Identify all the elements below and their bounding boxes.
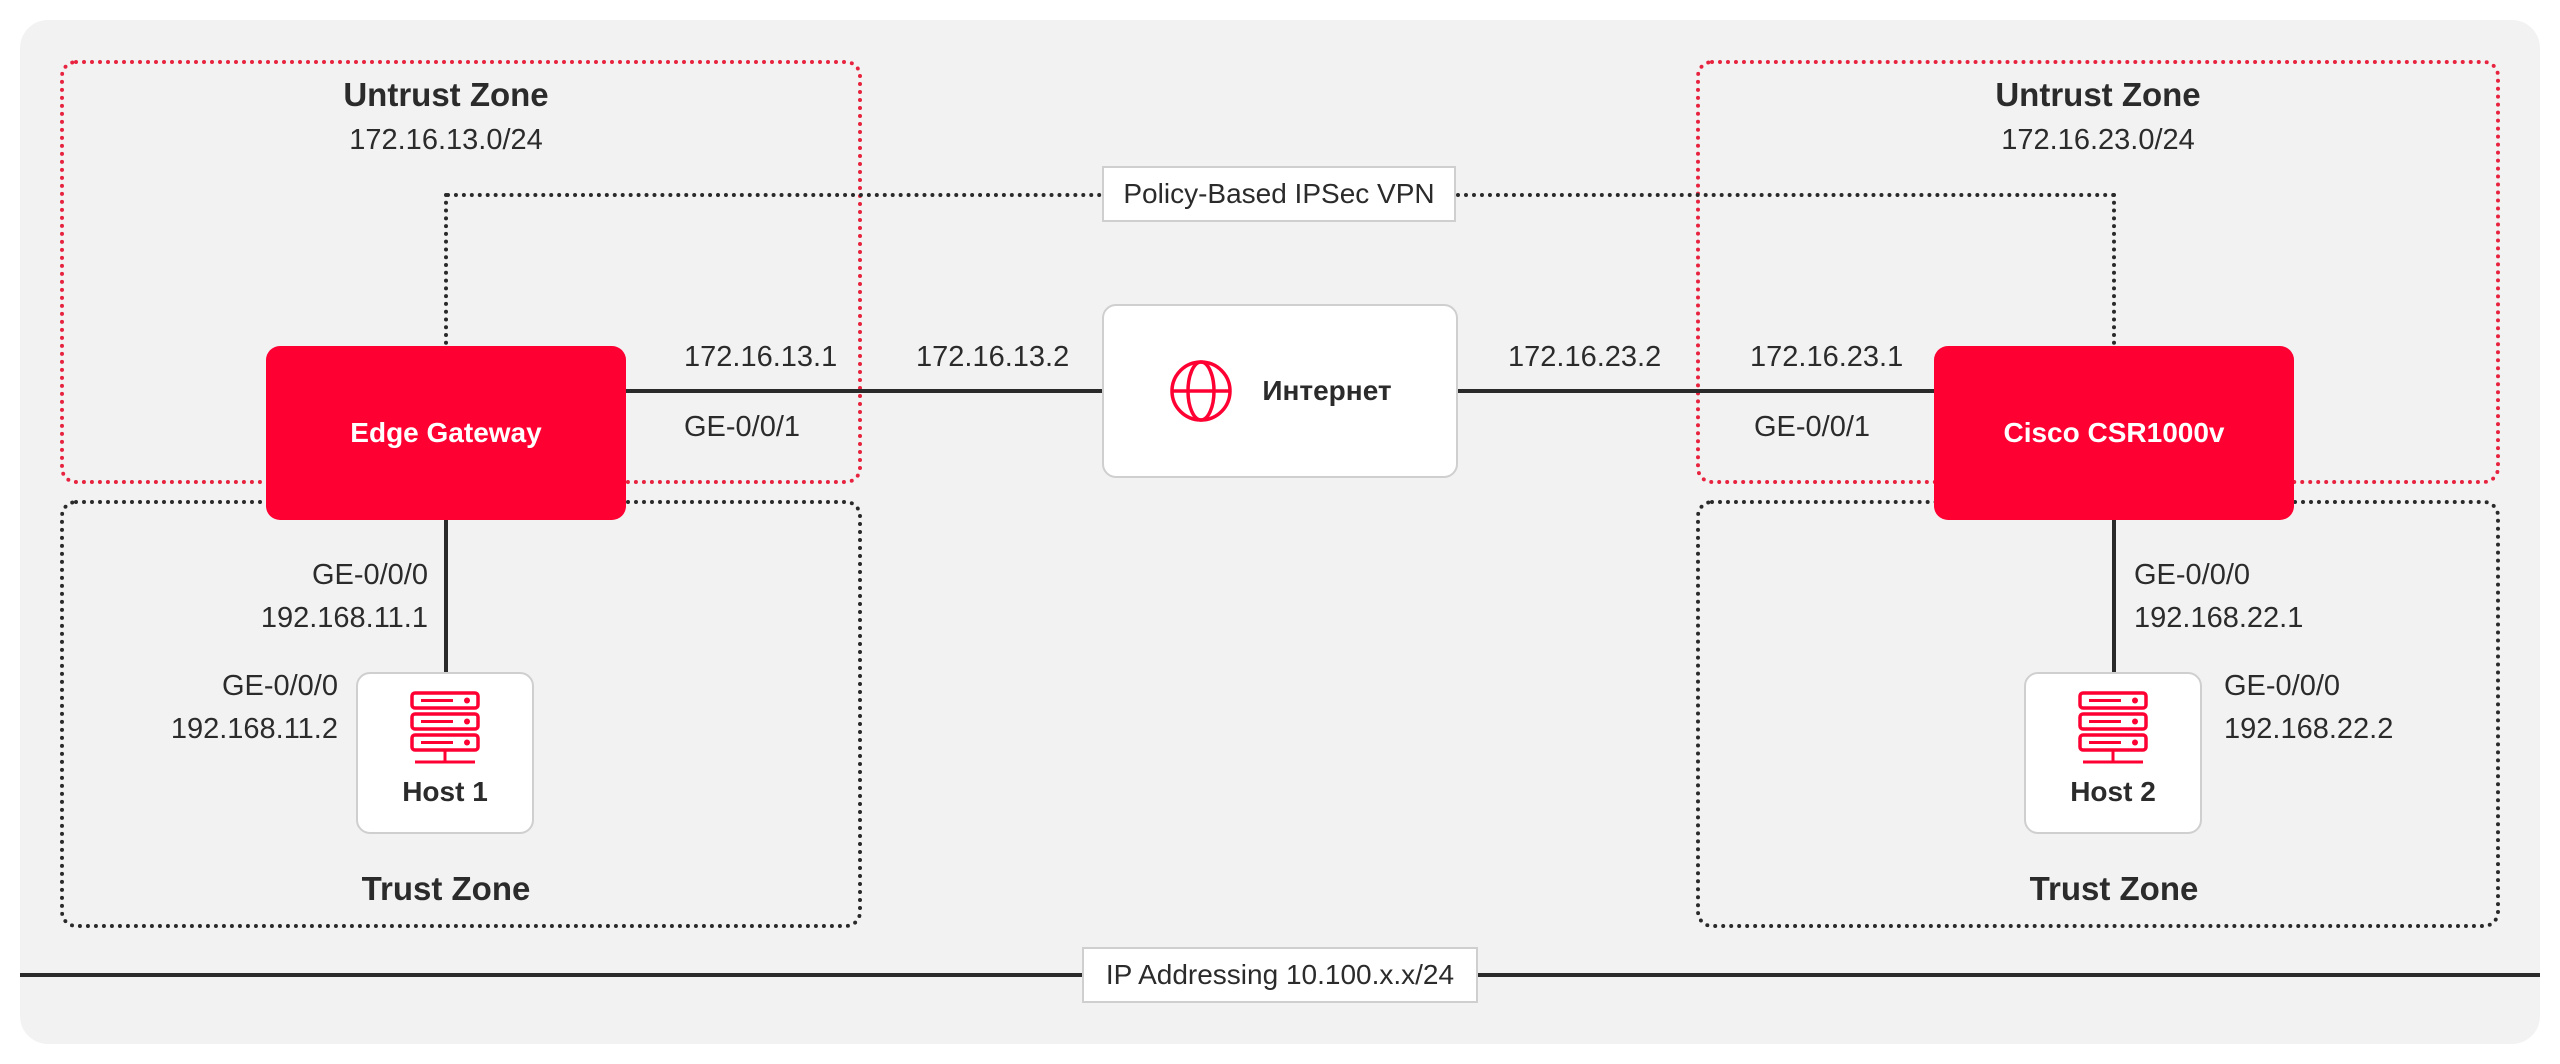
cisco-csr1000v-label: Cisco CSR1000v: [2003, 417, 2225, 448]
right-peer-ip: 172.16.23.2: [1508, 341, 1662, 373]
host-1-label: Host 1: [402, 776, 488, 807]
server-icon: [2078, 691, 2148, 764]
internet-node[interactable]: Интернет: [1102, 304, 1458, 478]
right-router-wan-ip: 172.16.23.1: [1750, 341, 1904, 373]
left-router-lan-ip: 192.168.11.1: [260, 602, 428, 634]
vpn-tunnel-left-segment: [446, 193, 1102, 197]
right-untrust-zone-title: Untrust Zone: [1995, 76, 2201, 113]
right-router-wan-if: GE-0/0/1: [1754, 411, 1871, 443]
right-wan-link: [1458, 389, 1936, 393]
server-icon: [410, 691, 480, 764]
vpn-tunnel-right-drop: [2112, 193, 2116, 345]
host-1[interactable]: Host 1: [356, 672, 534, 834]
right-lan-link: [2112, 518, 2116, 672]
vpn-label: Policy-Based IPSec VPN: [1102, 166, 1456, 222]
left-peer-ip: 172.16.13.2: [916, 341, 1070, 373]
right-trust-zone-title: Trust Zone: [2029, 870, 2199, 907]
host-2-label: Host 2: [2070, 776, 2156, 807]
internet-label: Интернет: [1262, 375, 1392, 406]
right-router-lan-ip: 192.168.22.1: [2134, 602, 2304, 634]
left-router-wan-if: GE-0/0/1: [684, 411, 801, 443]
left-wan-link: [624, 389, 1102, 393]
host-2[interactable]: Host 2: [2024, 672, 2202, 834]
right-router-lan-if: GE-0/0/0: [2134, 559, 2251, 591]
left-router-wan-ip: 172.16.13.1: [684, 341, 838, 373]
vpn-tunnel-right-segment: [1456, 193, 2116, 197]
host-1-ip: 192.168.11.2: [170, 713, 338, 745]
left-lan-link: [444, 518, 448, 672]
left-router-lan-if: GE-0/0/0: [311, 559, 428, 591]
cisco-csr1000v-router[interactable]: Cisco CSR1000v: [1934, 346, 2294, 520]
edge-gateway-label: Edge Gateway: [350, 417, 542, 448]
right-untrust-subnet: 172.16.23.0/24: [2001, 124, 2195, 156]
host-2-ip: 192.168.22.2: [2224, 713, 2394, 745]
host-2-if: GE-0/0/0: [2224, 670, 2341, 702]
edge-gateway-router[interactable]: Edge Gateway: [266, 346, 626, 520]
host-1-if: GE-0/0/0: [221, 670, 338, 702]
left-untrust-subnet: 172.16.13.0/24: [349, 124, 543, 156]
left-untrust-zone-title: Untrust Zone: [343, 76, 549, 113]
addressing-label: IP Addressing 10.100.x.x/24: [1082, 947, 1478, 1003]
left-trust-zone-title: Trust Zone: [361, 870, 531, 907]
globe-icon: [1170, 360, 1233, 422]
vpn-tunnel-left-drop: [444, 193, 448, 345]
